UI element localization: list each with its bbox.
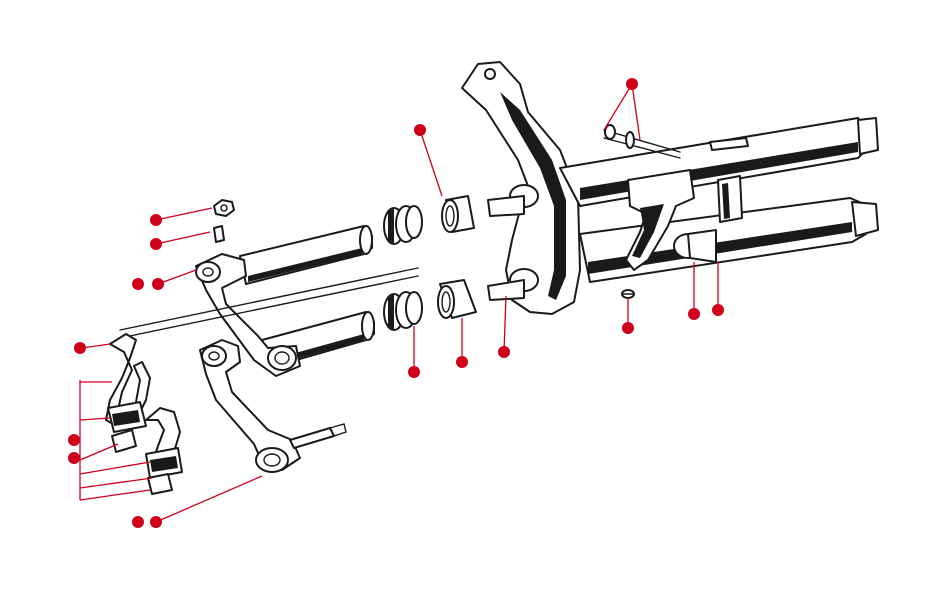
callouts	[68, 78, 724, 528]
selector-rod	[119, 267, 419, 339]
callout-dot	[622, 322, 634, 334]
callout-dot	[150, 516, 162, 528]
callout-dot	[498, 346, 510, 358]
callout-dot	[68, 434, 80, 446]
callout-dot	[132, 278, 144, 290]
grub-screw	[213, 225, 225, 243]
callout-dot	[132, 516, 144, 528]
shaft-seal-lower	[383, 291, 423, 331]
callout-dot	[150, 238, 162, 250]
shaft-seal-upper	[383, 205, 423, 245]
gate-assembly	[105, 333, 183, 495]
callout-dot	[68, 452, 80, 464]
selector-lever-lower	[199, 339, 347, 473]
housing-bolt	[603, 124, 681, 159]
callout-dot	[414, 124, 426, 136]
selector-shaft-upper	[239, 225, 373, 285]
selector-housing	[461, 61, 879, 315]
callout-dot	[150, 214, 162, 226]
callout-dot	[712, 304, 724, 316]
selector-lever-upper	[195, 253, 301, 377]
callout-dot	[152, 278, 164, 290]
needle-bearing-lower	[437, 279, 477, 319]
callout-dot	[626, 78, 638, 90]
callout-dot	[688, 308, 700, 320]
needle-bearing-upper	[441, 195, 475, 233]
callout-dot	[408, 366, 420, 378]
callout-dot	[456, 356, 468, 368]
lever-nut	[213, 199, 235, 217]
callout-dot	[74, 342, 86, 354]
small-screw	[621, 289, 635, 299]
